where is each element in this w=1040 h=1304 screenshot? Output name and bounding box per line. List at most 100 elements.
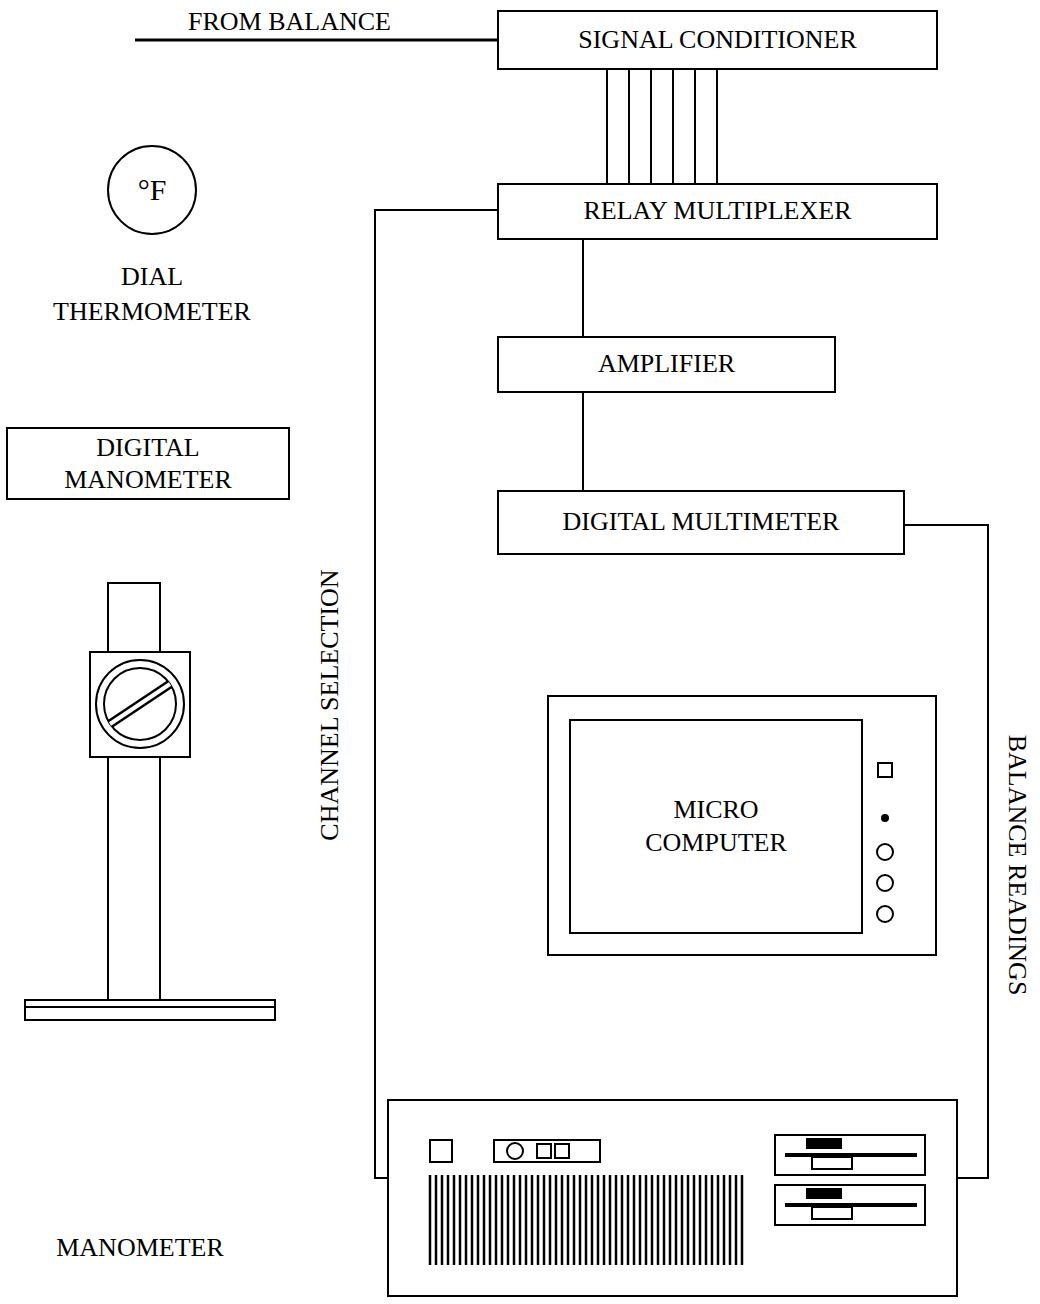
figure-line <box>525 1175 528 1265</box>
figure-line <box>519 1175 522 1265</box>
connector-line <box>694 70 696 183</box>
connector-line <box>606 70 608 183</box>
connector-label: CHANNEL SELECTION <box>314 566 345 843</box>
process-box: RELAY MULTIPLEXER <box>497 183 938 240</box>
figure-line <box>741 1175 744 1265</box>
figure-line <box>513 1175 516 1265</box>
figure-line <box>531 1175 534 1265</box>
figure-line <box>597 1175 600 1265</box>
figure-line <box>471 1175 474 1265</box>
unit-symbol: °F <box>138 171 167 209</box>
connector-label: BALANCE READINGS <box>1001 732 1032 999</box>
figure-rect <box>430 1140 452 1162</box>
figure-line <box>429 1175 432 1265</box>
figure-line <box>615 1175 618 1265</box>
screen-area: MICRO COMPUTER <box>570 720 862 933</box>
connector-line <box>672 70 674 183</box>
figure-line <box>579 1175 582 1265</box>
figure-circle <box>882 815 888 821</box>
instrument-label: DIAL THERMOMETER <box>24 259 280 329</box>
box-label: AMPLIFIER <box>598 348 735 381</box>
figure-line <box>483 1175 486 1265</box>
figure-rect <box>812 1157 852 1169</box>
figure-line <box>495 1175 498 1265</box>
figure-line <box>633 1175 636 1265</box>
process-box: SIGNAL CONDITIONER <box>497 10 938 70</box>
connector-line <box>582 393 584 490</box>
figure-rect <box>775 1185 925 1225</box>
figure-line <box>567 1175 570 1265</box>
figure-line <box>489 1175 492 1265</box>
figure-line <box>675 1175 678 1265</box>
manometer-dial <box>96 660 184 748</box>
manometer-figure <box>25 583 275 1020</box>
manometer-housing <box>90 652 190 757</box>
manometer-dial-inner <box>104 668 176 740</box>
figure-line <box>621 1175 624 1265</box>
figure-line <box>447 1175 450 1265</box>
figure-line <box>501 1175 504 1265</box>
connector <box>582 240 584 336</box>
figure-line <box>453 1175 456 1265</box>
figure-line <box>507 1175 510 1265</box>
connector-line <box>582 240 584 336</box>
figure-rect <box>494 1140 600 1162</box>
figure-circle <box>877 844 893 860</box>
figure-rect <box>807 1189 841 1198</box>
manometer-tube <box>108 583 160 652</box>
figure-line <box>663 1175 666 1265</box>
figure-line <box>543 1175 546 1265</box>
thermometer-dial: °FDIAL THERMOMETER <box>107 145 197 235</box>
connector <box>582 393 584 490</box>
figure-line <box>549 1175 552 1265</box>
figure-line <box>537 1175 540 1265</box>
figure-line <box>585 1175 588 1265</box>
manometer-slot <box>110 684 170 724</box>
figure-circle <box>877 875 893 891</box>
figure-circle <box>507 1143 523 1159</box>
figure-rect <box>548 696 936 955</box>
computer-figure: MICRO COMPUTER <box>387 695 958 1297</box>
figure-line <box>477 1175 480 1265</box>
figure-line <box>591 1175 594 1265</box>
box-label: SIGNAL CONDITIONER <box>578 24 857 57</box>
box-label: DIGITAL MULTIMETER <box>563 506 840 539</box>
signal-label: FROM BALANCE <box>185 6 394 37</box>
figure-line <box>645 1175 648 1265</box>
figure-line <box>729 1175 732 1265</box>
figure-rect <box>807 1139 841 1148</box>
connector-line <box>375 210 497 1178</box>
box-label: RELAY MULTIPLEXER <box>584 195 852 228</box>
figure-line <box>657 1175 660 1265</box>
figure-line <box>465 1175 468 1265</box>
figure-rect <box>775 1135 925 1175</box>
figure-rect <box>570 720 862 933</box>
figure-rect <box>388 1100 957 1296</box>
figure-rect <box>878 763 892 777</box>
figure-line <box>735 1175 738 1265</box>
figure-line <box>441 1175 444 1265</box>
figure-line <box>711 1175 714 1265</box>
figure-line <box>555 1175 558 1265</box>
figure-line <box>669 1175 672 1265</box>
figure-line <box>723 1175 726 1265</box>
manometer-base-line <box>25 1006 275 1008</box>
figure-circle <box>877 906 893 922</box>
manometer-tube-lower <box>108 757 160 1000</box>
box-label: DIGITAL MANOMETER <box>33 432 263 494</box>
figure-line <box>699 1175 702 1265</box>
process-box: DIGITAL MULTIMETER <box>497 490 905 555</box>
instrument-label: MANOMETER <box>53 1232 227 1263</box>
figure-line <box>561 1175 564 1265</box>
figure-line <box>435 1175 438 1265</box>
instrument-box: DIGITAL MANOMETER <box>6 427 290 500</box>
figure-rect <box>537 1144 551 1158</box>
figure-line <box>573 1175 576 1265</box>
figure-line <box>651 1175 654 1265</box>
figure-line <box>603 1175 606 1265</box>
figure-line <box>609 1175 612 1265</box>
manometer-base <box>25 1000 275 1020</box>
process-box: AMPLIFIER <box>497 336 836 393</box>
figure-line <box>639 1175 642 1265</box>
